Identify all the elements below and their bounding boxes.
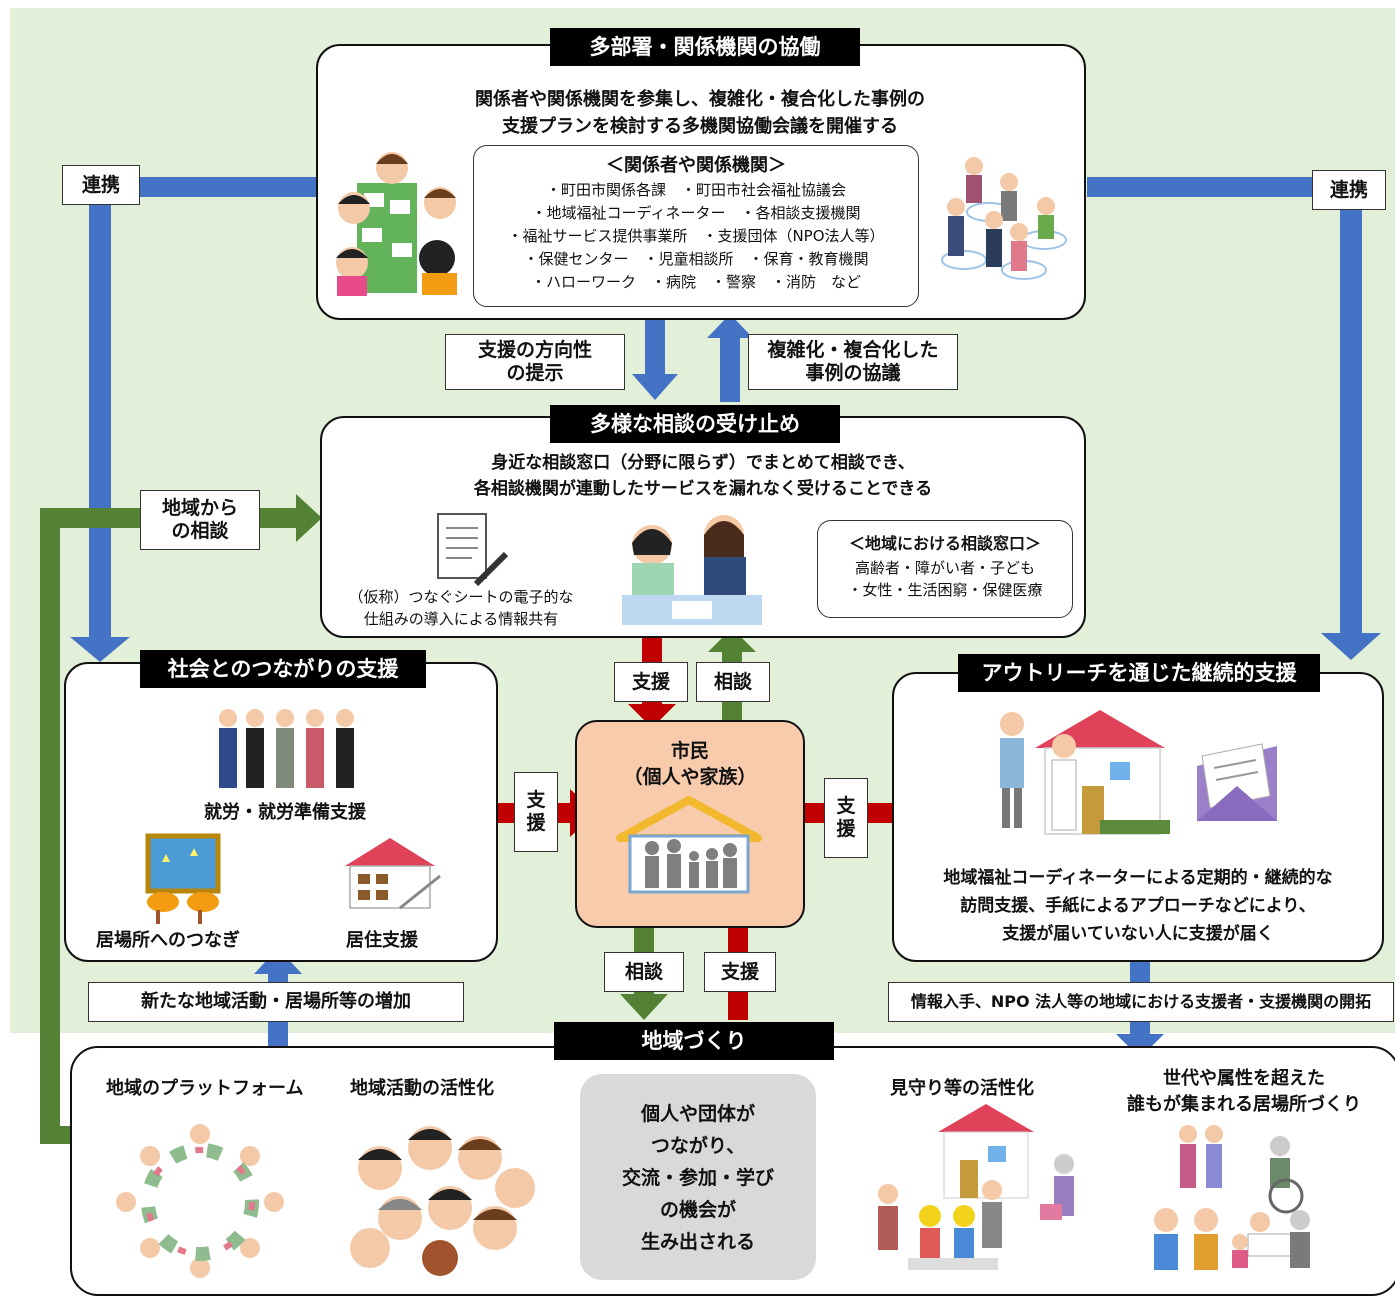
consultation-title: 多様な相談の受け止め bbox=[550, 405, 840, 443]
outreach-description: 地域福祉コーディネーターによる定期的・継続的な 訪問支援、手紙によるアプローチな… bbox=[900, 864, 1376, 948]
center-message-line: 交流・参加・学び bbox=[621, 1167, 774, 1189]
local-window-item: ・女性・生活困窮・保健医療 bbox=[847, 581, 1043, 599]
place-making-title-line: 誰もが集まれる居場所づくり bbox=[1127, 1094, 1361, 1115]
citizen-title: 市民 bbox=[670, 740, 709, 762]
social-connection-title: 社会とのつながりの支援 bbox=[140, 650, 426, 688]
counseling-illustration bbox=[622, 515, 762, 625]
letter-icon bbox=[1197, 743, 1277, 821]
sheet-note-line: （仮称）つなぐシートの電子的な bbox=[348, 588, 574, 606]
support-right-label: 支 援 bbox=[824, 778, 868, 858]
community-title: 地域づくり bbox=[554, 1022, 834, 1060]
renkei-right-vertical-arrow bbox=[1340, 197, 1362, 635]
consultation-desc-line: 身近な相談窓口（分野に限らず）でまとめて相談でき、 bbox=[491, 453, 915, 473]
housing-support-label: 居住支援 bbox=[346, 930, 418, 951]
collaboration-desc-line: 関係者や関係機関を参集し、複雑化・複合化した事例の bbox=[475, 89, 925, 110]
renkei-right-label: 連携 bbox=[1312, 170, 1386, 210]
complex-case-label: 複雑化・複合化した 事例の協議 bbox=[748, 334, 958, 390]
members-box: ＜関係者や関係機関＞ ・町田市関係各課 ・町田市社会福祉協議会 ・地域福祉コーデ… bbox=[473, 145, 919, 307]
complex-arrowhead bbox=[707, 314, 753, 338]
place-making-title: 世代や属性を超えた 誰もが集まれる居場所づくり bbox=[1106, 1066, 1382, 1118]
consultation-desc-line: 各相談機関が連動したサービスを漏れなく受けることできる bbox=[473, 479, 933, 499]
visit-illustration bbox=[1000, 710, 1170, 835]
document-pen-icon bbox=[437, 513, 509, 587]
local-consult-vertical-line bbox=[40, 508, 60, 1144]
local-consult-arrowhead bbox=[296, 494, 322, 542]
crowd-illustration bbox=[350, 1126, 535, 1276]
center-message: 個人や団体が つながり、 交流・参加・学び の機会が 生み出される bbox=[580, 1098, 816, 1258]
collaboration-desc-line: 支援プランを検討する多機関協働会議を開催する bbox=[502, 116, 898, 137]
consult-bottom-arrowhead bbox=[620, 994, 668, 1020]
outreach-desc-line: 地域福祉コーディネーターによる定期的・継続的な bbox=[943, 868, 1333, 888]
housing-illustration bbox=[345, 838, 441, 910]
local-consult-label: 地域から の相談 bbox=[140, 490, 260, 550]
consult-top-label: 相談 bbox=[696, 662, 770, 702]
center-message-line: 生み出される bbox=[640, 1231, 755, 1253]
support-left-label: 支 援 bbox=[514, 772, 558, 852]
renkei-right-arrowhead bbox=[1321, 633, 1381, 660]
support-top-arrowhead bbox=[628, 704, 676, 728]
complex-arrow-shaft bbox=[720, 336, 740, 402]
member-item: ・町田市関係各課 ・町田市社会福祉協議会 bbox=[545, 181, 846, 199]
center-message-box bbox=[580, 1074, 816, 1280]
local-consult-bottom-line bbox=[40, 1126, 72, 1144]
renkei-left-horizontal-arrow bbox=[140, 177, 318, 197]
renkei-right-horizontal-arrow bbox=[1087, 177, 1312, 197]
collaboration-description: 関係者や関係機関を参集し、複雑化・複合化した事例の 支援プランを検討する多機関協… bbox=[330, 86, 1070, 140]
member-item: ・ハローワーク ・病院 ・警察 ・消防 など bbox=[530, 273, 861, 291]
outreach-desc-line: 支援が届いていない人に支援が届く bbox=[1002, 924, 1274, 944]
direction-arrow-shaft bbox=[645, 318, 665, 376]
sheet-note: （仮称）つなぐシートの電子的な 仕組みの導入による情報共有 bbox=[326, 586, 596, 630]
local-window-items: 高齢者・障がい者・子ども ・女性・生活困窮・保健医療 bbox=[818, 557, 1072, 601]
family-home-icon bbox=[616, 796, 762, 894]
outreach-title: アウトリーチを通じた継続的支援 bbox=[958, 654, 1320, 692]
activation-label: 地域活動の活性化 bbox=[350, 1078, 494, 1099]
sheet-note-line: 仕組みの導入による情報共有 bbox=[363, 610, 559, 628]
center-message-line: の機会が bbox=[659, 1199, 736, 1221]
citizen-subtitle: （個人や家族） bbox=[623, 766, 757, 788]
consult-bottom-label: 相談 bbox=[604, 952, 684, 992]
info-acquisition-label: 情報入手、NPO 法人等の地域における支援者・支援機関の開拓 bbox=[888, 982, 1394, 1022]
new-activity-label: 新たな地域活動・居場所等の増加 bbox=[88, 982, 464, 1022]
local-window-box: ＜地域における相談窓口＞ 高齢者・障がい者・子ども ・女性・生活困窮・保健医療 bbox=[817, 520, 1073, 618]
local-window-title: ＜地域における相談窓口＞ bbox=[848, 534, 1041, 553]
support-top-label: 支援 bbox=[614, 662, 688, 702]
consultation-description: 身近な相談窓口（分野に限らず）でまとめて相談でき、 各相談機関が連動したサービス… bbox=[330, 450, 1076, 502]
member-item: ・地域福祉コーディネーター ・各相談支援機関 bbox=[531, 204, 861, 222]
multigenerational-illustration bbox=[1154, 1125, 1310, 1270]
outreach-desc-line: 訪問支援、手紙によるアプローチなどにより、 bbox=[960, 896, 1316, 916]
member-item: ・福祉サービス提供事業所 ・支援団体（NPO法人等） bbox=[507, 227, 885, 245]
support-bottom-label: 支援 bbox=[704, 952, 776, 992]
collaboration-title: 多部署・関係機関の協働 bbox=[550, 28, 860, 66]
work-support-label: 就労・就労準備支援 bbox=[204, 802, 366, 823]
place-connection-label: 居場所へのつなぎ bbox=[96, 930, 240, 951]
member-item: ・保健センター ・児童相談所 ・保育・教育機関 bbox=[523, 250, 869, 268]
renkei-left-label: 連携 bbox=[62, 165, 140, 205]
direction-label: 支援の方向性 の提示 bbox=[445, 334, 625, 390]
center-message-line: 個人や団体が bbox=[640, 1103, 755, 1125]
renkei-left-vertical-arrow bbox=[89, 197, 111, 639]
place-illustration bbox=[145, 833, 221, 924]
consult-top-arrowhead bbox=[708, 628, 756, 652]
platform-illustration bbox=[116, 1124, 284, 1278]
platform-label: 地域のプラットフォーム bbox=[106, 1078, 304, 1099]
direction-arrowhead bbox=[632, 374, 678, 400]
renkei-left-arrowhead bbox=[70, 637, 130, 662]
watch-illustration bbox=[878, 1104, 1074, 1270]
members-title: ＜関係者や関係機関＞ bbox=[606, 155, 786, 176]
network-illustration bbox=[941, 157, 1067, 280]
watch-label: 見守り等の活性化 bbox=[890, 1078, 1034, 1099]
meeting-illustration bbox=[336, 152, 457, 296]
members-list: ・町田市関係各課 ・町田市社会福祉協議会 ・地域福祉コーディネーター ・各相談支… bbox=[474, 179, 918, 294]
local-window-item: 高齢者・障がい者・子ども bbox=[854, 559, 1035, 577]
place-making-title-line: 世代や属性を超えた bbox=[1163, 1068, 1325, 1089]
workers-illustration bbox=[219, 709, 354, 788]
center-message-line: つながり、 bbox=[650, 1135, 746, 1157]
